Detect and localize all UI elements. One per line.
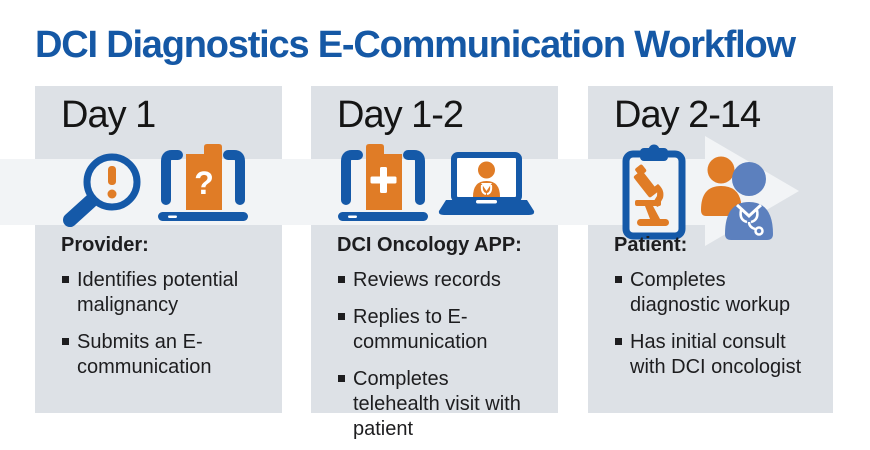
day-label: Day 1 [61,94,156,136]
column-day-1: Day 1 ? Provider: Identifies potential m… [35,86,282,413]
magnifier-alert-icon [63,153,141,227]
bullet-item: Submits an E-communication [61,330,263,380]
bullet-item: Reviews records [337,268,539,293]
laptop-question-folder-icon: ? [158,144,248,221]
actor-label: Provider: [61,234,149,256]
laptop-medical-folder-icon [338,144,428,221]
patient-oncologist-people-icon [701,156,773,240]
panel-day-1-2 [311,86,558,413]
day-label: Day 2-14 [614,94,761,136]
bullet-list: Reviews records Replies to E-communicati… [337,268,539,450]
telehealth-doctor-laptop-icon [438,152,535,215]
column-day-1-2: Day 1-2 DCI Oncology APP: Reviews record… [311,86,558,440]
bullet-list: Identifies potential malignancy Submits … [61,268,263,392]
bullet-item: Completes diagnostic workup [614,268,816,318]
actor-label: DCI Oncology APP: [337,234,522,256]
bullet-list: Completes diagnostic workup Has initial … [614,268,816,392]
question-mark-glyph: ? [194,165,214,201]
day-label: Day 1-2 [337,94,464,136]
column-day-2-14: Day 2-14 [588,86,833,413]
bullet-item: Replies to E-communication [337,305,539,355]
panel-day-1 [35,86,282,413]
page-title: DCI Diagnostics E-Communication Workflow [35,24,796,66]
actor-label: Patient: [614,234,688,256]
bullet-item: Completes telehealth visit with patient [337,367,539,442]
bullet-item: Has initial consult with DCI oncologist [614,330,816,380]
diagnostic-clipboard-microscope-icon [622,144,686,240]
bullet-item: Identifies potential malignancy [61,268,263,318]
